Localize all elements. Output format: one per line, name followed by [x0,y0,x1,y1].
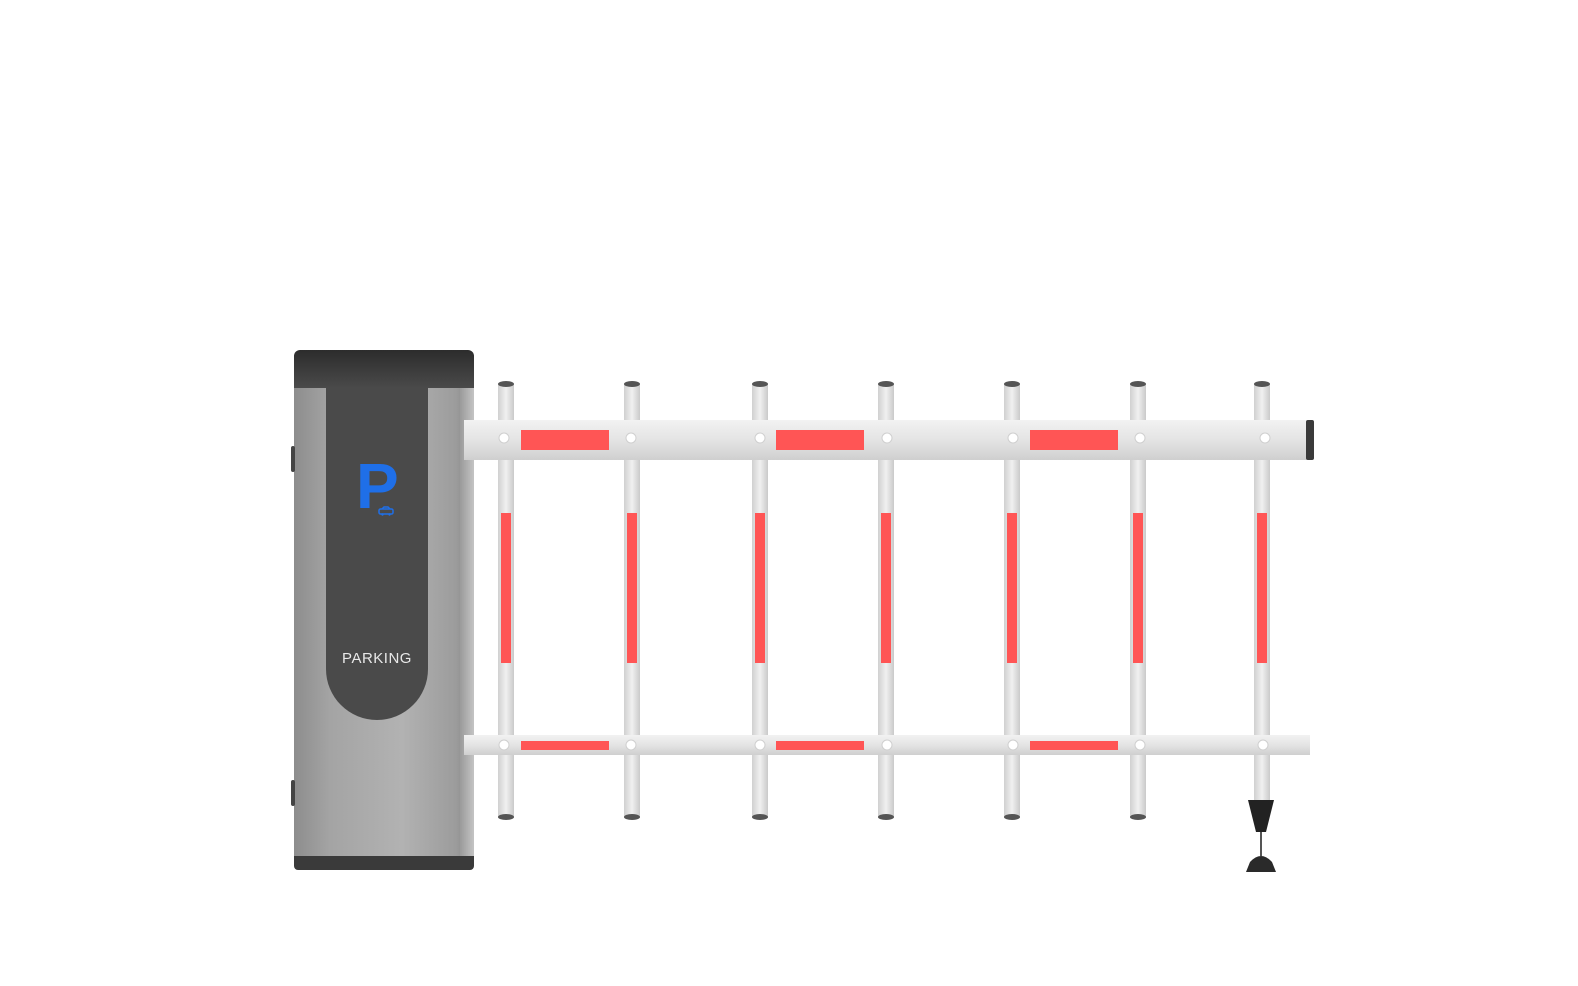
rivet [1007,739,1019,751]
top-rail [464,420,1314,460]
rail-reflector [521,430,609,450]
rivet [1134,432,1146,444]
rail-reflector [521,741,609,750]
post-cap [624,814,640,820]
post-cap [752,381,768,387]
cabinet-top-cap [294,350,474,388]
rail-reflector [776,741,864,750]
bottom-rail [464,735,1310,755]
parking-symbol: P [356,450,399,522]
post-reflector [1007,513,1017,663]
rail-reflector [1030,430,1118,450]
rivet [625,739,637,751]
post-cap [498,381,514,387]
hinge-icon [291,446,295,472]
front-panel: P PARKING [326,388,428,720]
post-cap [498,814,514,820]
post-cap [878,381,894,387]
post-reflector [501,513,511,663]
post-reflector [1133,513,1143,663]
post-reflector [881,513,891,663]
rivet [1007,432,1019,444]
post-reflector [1257,513,1267,663]
rivet [625,432,637,444]
post-cap [1130,381,1146,387]
post-cap [752,814,768,820]
rivet [754,739,766,751]
foot-support-icon [1246,800,1276,872]
rail-reflector [1030,741,1118,750]
hinge-icon [291,780,295,806]
rivet [1259,432,1271,444]
rail-reflector [776,430,864,450]
gate-cabinet: P PARKING [291,350,474,870]
rivet [881,432,893,444]
post-cap [878,814,894,820]
post-cap [1130,814,1146,820]
post-cap [1254,381,1270,387]
post-reflectors [501,513,1267,663]
post-reflector [627,513,637,663]
rail-end-cap [1306,420,1314,460]
post-cap [1004,814,1020,820]
post-cap [624,381,640,387]
rivet [754,432,766,444]
rivet [498,739,510,751]
rivet [1257,739,1269,751]
post-reflector [755,513,765,663]
post-cap [1004,381,1020,387]
cabinet-base [294,856,474,870]
parking-label: PARKING [342,650,412,667]
rivet [498,432,510,444]
rivet [1134,739,1146,751]
car-icon [378,506,394,516]
rivet [881,739,893,751]
